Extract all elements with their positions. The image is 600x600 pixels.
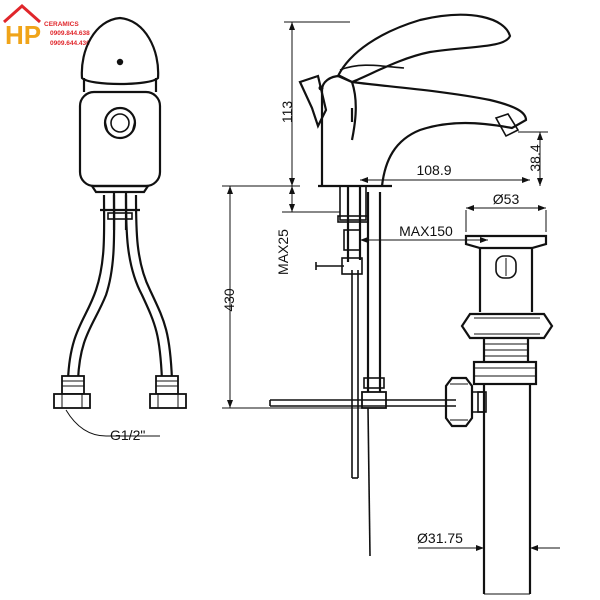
front-outlet-inner: [110, 113, 130, 133]
front-hose-fitting-right: [149, 375, 187, 409]
dim-108-label: 108.9: [416, 162, 451, 178]
dim-38-label: 38.4: [527, 144, 543, 171]
side-spout: [351, 80, 528, 187]
logo-phone-2: 0909.644.436: [50, 40, 90, 47]
dim-max25-label: MAX25: [275, 229, 291, 275]
thread-size-label: G1/2": [110, 427, 145, 443]
side-handle: [336, 13, 512, 84]
lower-drain-nut: [472, 360, 538, 386]
logo-letters: HP: [5, 20, 41, 50]
front-base: [89, 184, 151, 194]
front-hose-left: [66, 194, 106, 381]
supply-hose: [366, 192, 382, 396]
drain-tailpiece: [482, 384, 532, 594]
logo-phone-1: 0909.844.638: [50, 30, 90, 37]
linkage-rod: [269, 399, 456, 407]
dim-430-label: 430: [221, 288, 237, 312]
front-handle-dot: [116, 58, 124, 66]
side-body: [320, 74, 357, 186]
popup-lever: [298, 74, 328, 129]
front-view: G1/2": [53, 16, 187, 443]
side-aerator: [494, 113, 520, 138]
logo-brand: CERAMICS: [44, 21, 79, 28]
front-hose-right: [124, 194, 164, 381]
dim-d3175-label: Ø31.75: [417, 530, 463, 546]
pivot-nut: [444, 376, 474, 428]
popup-rod: [351, 270, 359, 478]
dim-113-label: 113: [279, 101, 295, 124]
front-handle: [80, 16, 160, 86]
mounting-nut: [339, 185, 367, 221]
dim-d53-label: Ø53: [493, 191, 520, 207]
brand-logo: HP CERAMICS 0909.844.638 0909.644.436: [3, 3, 90, 50]
dim-max150-label: MAX150: [399, 223, 453, 239]
front-neck: [82, 78, 158, 92]
thread-leader-line: [65, 409, 160, 437]
front-hose-fitting-left: [53, 375, 91, 409]
drain-slot: [495, 255, 517, 279]
front-outlet-outer: [103, 106, 137, 140]
logo-roof-icon: [3, 3, 41, 24]
drain-body: [478, 248, 534, 312]
drain-nut: [460, 312, 554, 340]
side-view: 113 108.9 38.4 MAX25: [221, 13, 560, 595]
drain-flange: [464, 234, 548, 250]
